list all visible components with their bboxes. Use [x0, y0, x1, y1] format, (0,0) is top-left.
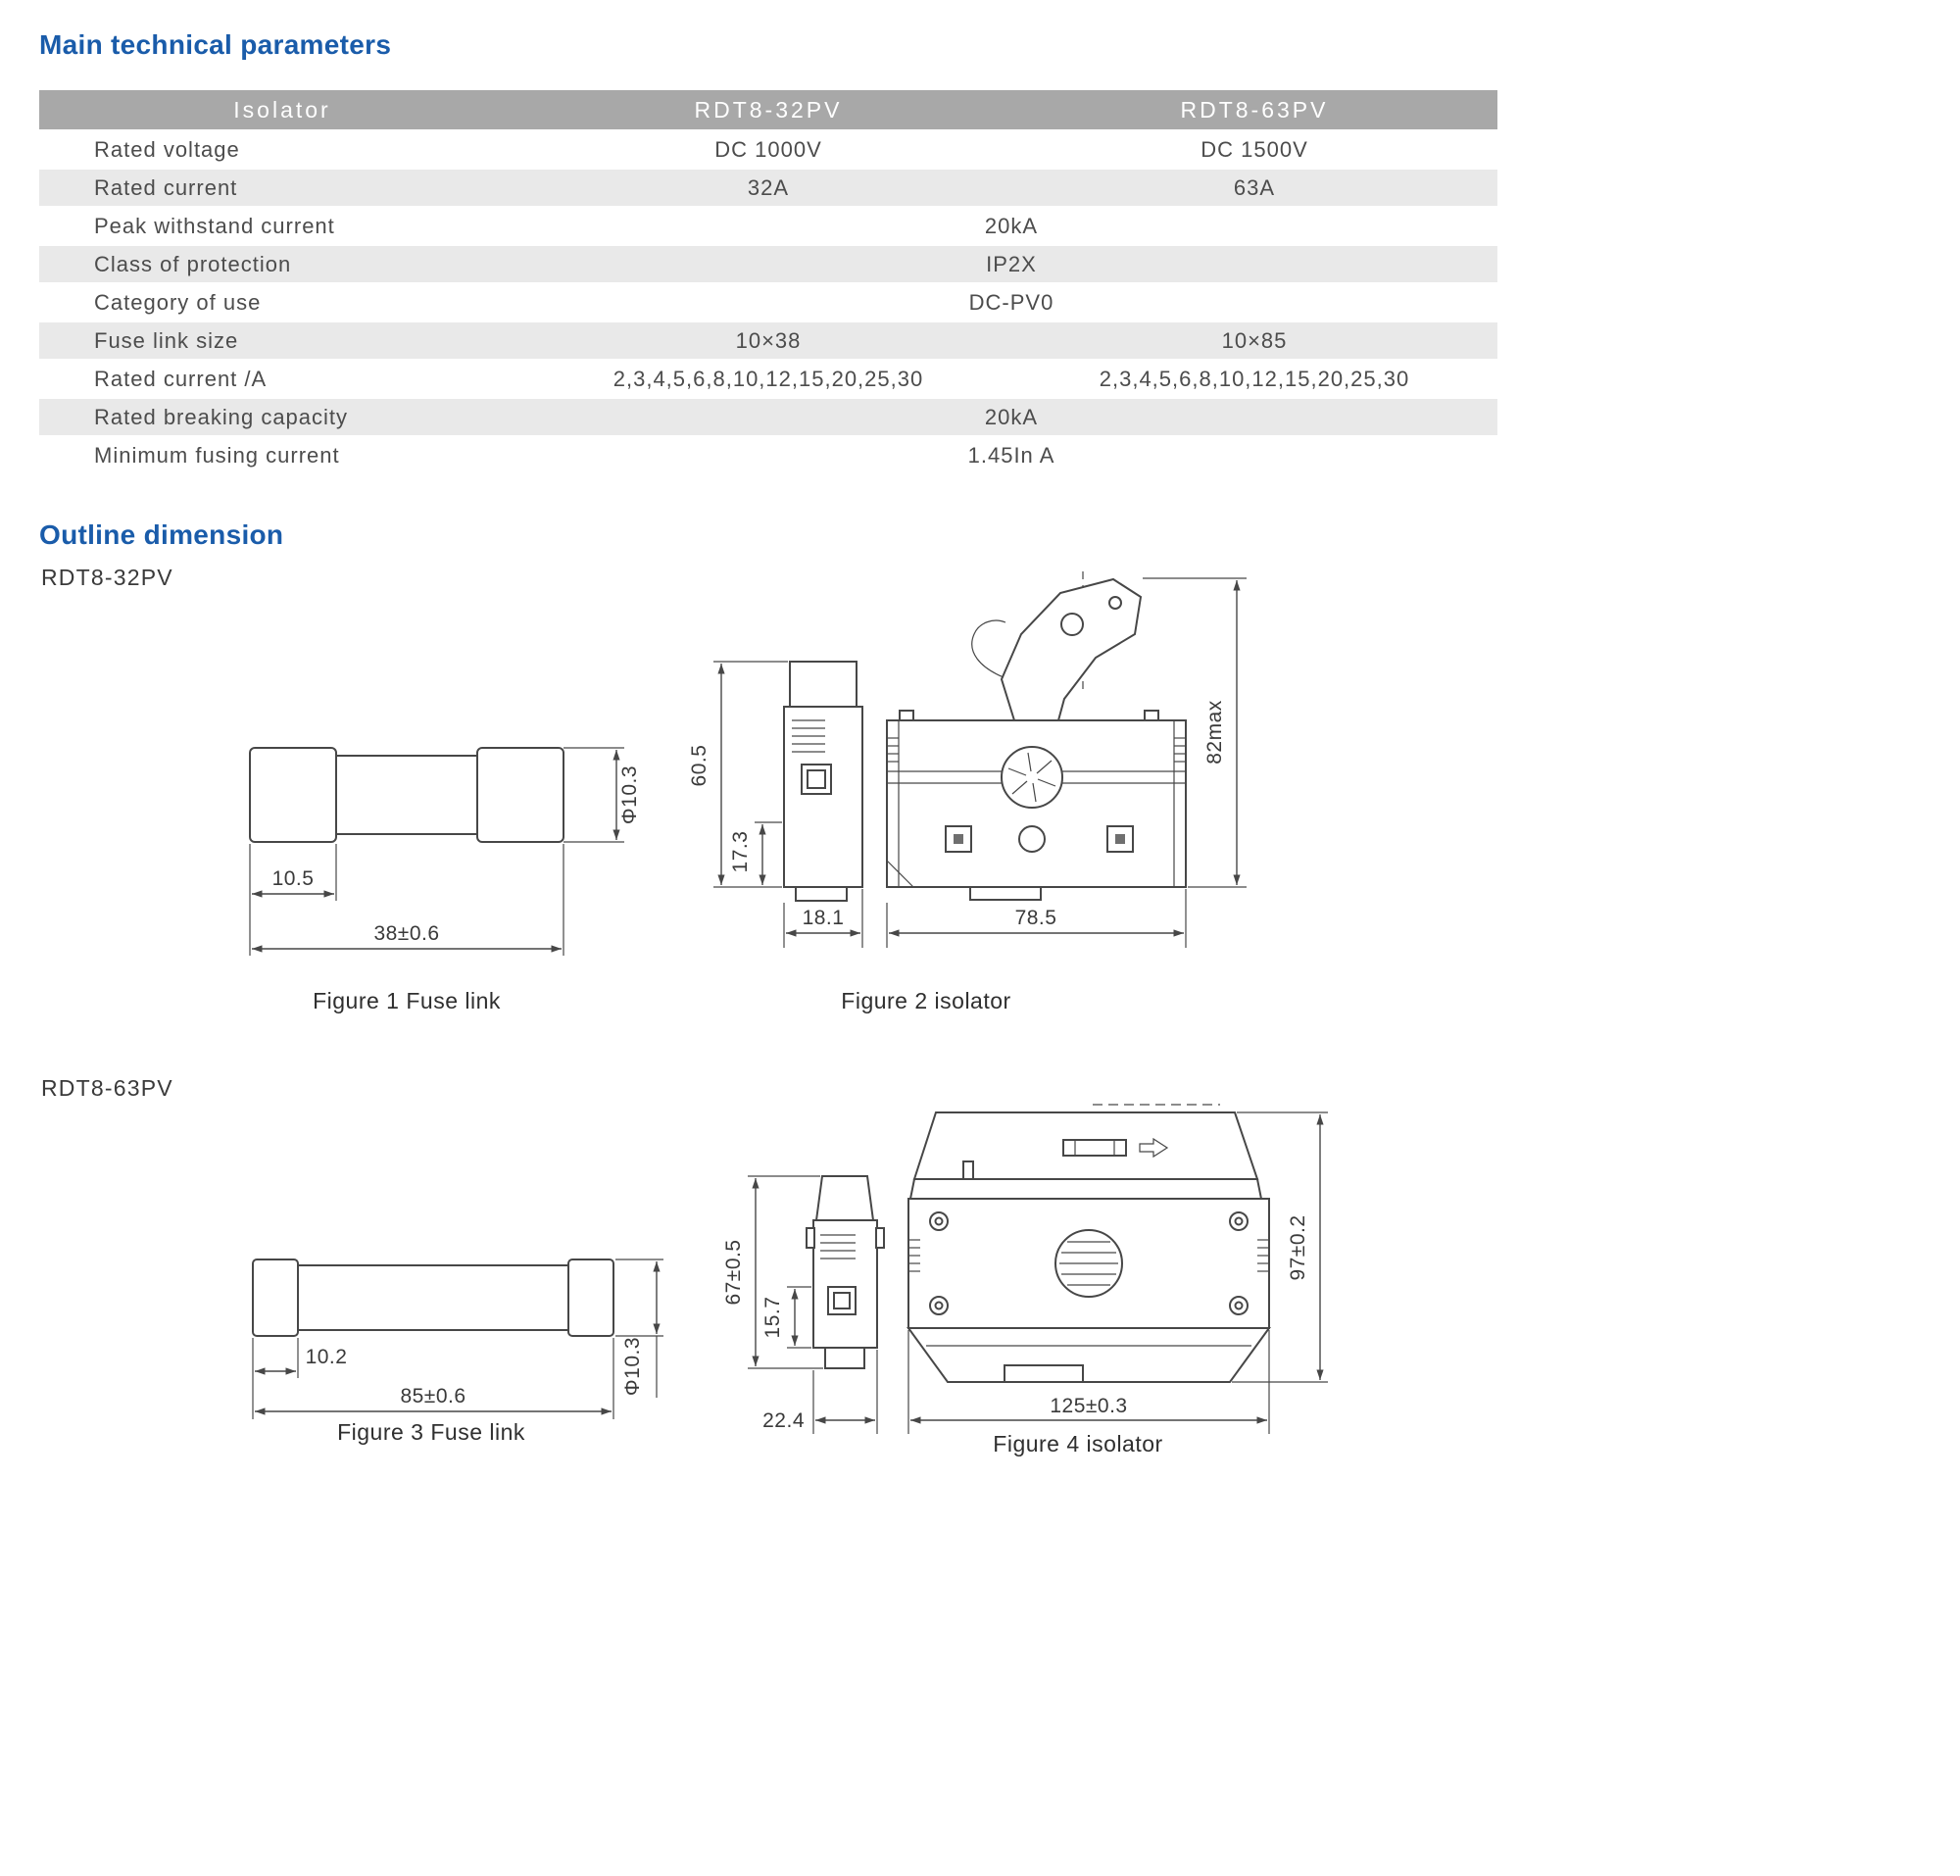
param-label: Fuse link size: [39, 321, 525, 360]
dim-diameter-label: Φ10.3: [618, 765, 641, 824]
figure2-isolator-drawing: 60.5 17.3 18.1 82max 78.5: [688, 571, 1247, 948]
insert-direction-arrow: [1139, 1137, 1169, 1159]
dim-total-height-label: 82max: [1203, 700, 1226, 765]
figure3-caption: Figure 3 Fuse link: [337, 1419, 525, 1445]
param-label: Rated current /A: [39, 359, 525, 398]
dim-width-label: 78.5: [1015, 907, 1057, 929]
table-row: Class of protection IP2X: [39, 244, 1497, 283]
dim-length-label: 85±0.6: [400, 1385, 466, 1407]
section-title-outline-dimension: Outline dimension: [39, 519, 284, 550]
corner-screws: [929, 1211, 1249, 1315]
param-value-63pv: 2,3,4,5,6,8,10,12,15,20,25,30: [1011, 359, 1497, 398]
table-row: Peak withstand current 20kA: [39, 206, 1497, 245]
dim-width-label: 125±0.3: [1050, 1395, 1127, 1417]
model-label-rdt8-32pv: RDT8-32PV: [41, 565, 173, 590]
param-label: Minimum fusing current: [39, 435, 525, 474]
param-label: Rated voltage: [39, 129, 525, 169]
terminal-ribs: [887, 737, 1186, 763]
table-row: Rated current 32A 63A: [39, 168, 1497, 207]
dim-depth-label: 18.1: [803, 907, 845, 929]
param-label: Class of protection: [39, 244, 525, 283]
param-value-63pv: 10×85: [1011, 321, 1497, 360]
technical-parameters-table: Isolator RDT8-32PV RDT8-63PV Rated volta…: [39, 90, 1497, 474]
knob-spokes: [1007, 752, 1056, 803]
figure4-isolator-drawing: 67±0.5 15.7 22.4 97±0.2: [722, 1104, 1328, 1434]
param-value-32pv: 32A: [525, 168, 1011, 207]
figure1-caption: Figure 1 Fuse link: [313, 988, 501, 1013]
dim-length-label: 38±0.6: [373, 922, 439, 945]
table-row: Rated current /A 2,3,4,5,6,8,10,12,15,20…: [39, 359, 1497, 398]
column-header-rdt8-32pv: RDT8-32PV: [525, 90, 1011, 130]
vent-lines: [792, 719, 825, 753]
model-label-rdt8-63pv: RDT8-63PV: [41, 1075, 173, 1101]
dim-height-label: 67±0.5: [722, 1239, 745, 1305]
figure3-fuse-link-drawing: 10.2 85±0.6 Φ10.3: [252, 1259, 663, 1419]
speaker-grille: [1059, 1241, 1118, 1286]
column-header-isolator: Isolator: [39, 90, 525, 130]
dim-height-label: 60.5: [688, 745, 710, 787]
dim-lower-label: 15.7: [761, 1297, 784, 1339]
figure1-fuse-link-drawing: Φ10.3 10.5 38±0.6: [249, 747, 641, 956]
param-value-merged: IP2X: [525, 244, 1497, 283]
param-value-merged: DC-PV0: [525, 282, 1497, 321]
table-row: Rated voltage DC 1000V DC 1500V: [39, 129, 1497, 169]
param-value-merged: 20kA: [525, 397, 1497, 436]
dim-total-height-label: 97±0.2: [1287, 1214, 1309, 1280]
terminal-ribs: [908, 1239, 1269, 1272]
param-label: Rated current: [39, 168, 525, 207]
figure2-caption: Figure 2 isolator: [841, 988, 1011, 1013]
dim-cap-label: 10.2: [306, 1346, 348, 1368]
param-value-merged: 20kA: [525, 206, 1497, 245]
column-header-rdt8-63pv: RDT8-63PV: [1011, 90, 1497, 130]
param-label: Category of use: [39, 282, 525, 321]
table-row: Fuse link size 10×38 10×85: [39, 321, 1497, 360]
param-label: Peak withstand current: [39, 206, 525, 245]
param-value-32pv: 10×38: [525, 321, 1011, 360]
param-label: Rated breaking capacity: [39, 397, 525, 436]
figure4-caption: Figure 4 isolator: [993, 1431, 1163, 1456]
param-value-63pv: 63A: [1011, 168, 1497, 207]
dim-diameter-label: Φ10.3: [621, 1337, 644, 1396]
param-value-merged: 1.45In A: [525, 435, 1497, 474]
table-row: Category of use DC-PV0: [39, 282, 1497, 321]
param-value-63pv: DC 1500V: [1011, 129, 1497, 169]
vent-lines: [820, 1234, 856, 1259]
dim-cap-label: 10.5: [272, 867, 315, 890]
param-value-32pv: 2,3,4,5,6,8,10,12,15,20,25,30: [525, 359, 1011, 398]
table-header-row: Isolator RDT8-32PV RDT8-63PV: [39, 90, 1497, 130]
dim-depth-label: 22.4: [762, 1409, 805, 1432]
dim-lower-label: 17.3: [729, 831, 752, 873]
section-title-main-technical-parameters: Main technical parameters: [39, 29, 392, 60]
table-row: Rated breaking capacity 20kA: [39, 397, 1497, 436]
table-row: Minimum fusing current 1.45In A: [39, 435, 1497, 474]
param-value-32pv: DC 1000V: [525, 129, 1011, 169]
